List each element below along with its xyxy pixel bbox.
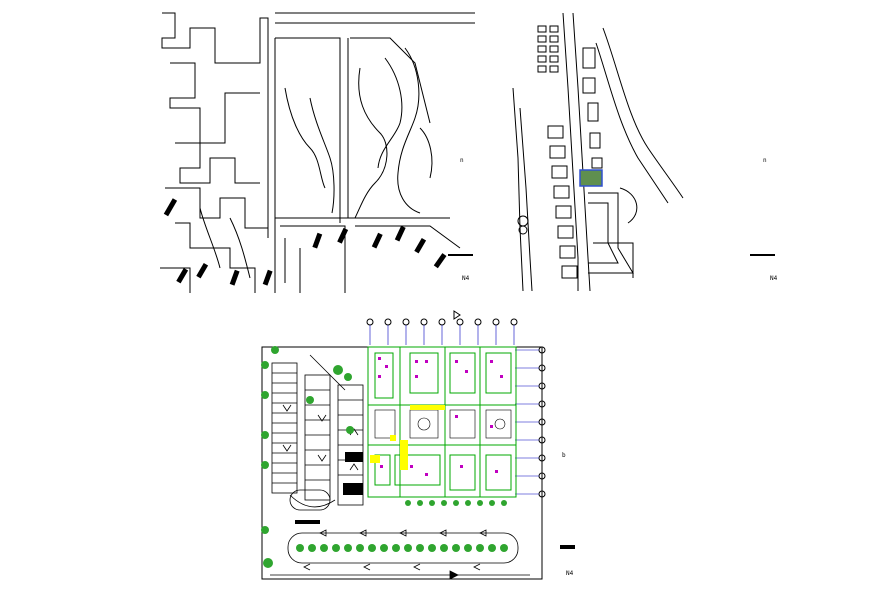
scale-bar — [448, 254, 473, 256]
lot-boundary — [165, 187, 268, 229]
grid-bubbles-top — [366, 318, 518, 326]
building-footprint — [262, 269, 273, 286]
main-road-edge — [562, 12, 579, 291]
lot-boundary — [161, 12, 269, 238]
north-arrow — [453, 310, 461, 320]
tree-row — [261, 346, 508, 568]
contour-line — [309, 97, 335, 214]
building-footprint — [196, 262, 209, 279]
room-fixtures — [374, 409, 512, 439]
main-road-edge — [572, 12, 591, 292]
site-marker — [579, 169, 603, 187]
sheet-label: N4 — [566, 570, 574, 577]
lot-boundary — [175, 142, 260, 184]
lot-row-top — [537, 25, 603, 169]
building-footprint — [163, 198, 178, 217]
sheet-label: N4 — [770, 275, 778, 282]
contour-line — [229, 217, 251, 279]
building-footprint — [337, 227, 349, 244]
grid-lines-horizontal — [515, 349, 539, 495]
contour-line — [354, 67, 388, 219]
building-footprint — [229, 269, 240, 286]
service-blocks — [295, 452, 575, 549]
parking-lot — [271, 354, 364, 511]
building-outline — [367, 346, 517, 498]
lot-boundary — [175, 222, 256, 293]
contour-line — [397, 47, 421, 214]
contour-line — [419, 127, 433, 179]
neighborhood-map-left-drawing — [160, 12, 475, 293]
contour-line — [199, 207, 221, 269]
site-floor-plan-drawing — [261, 310, 575, 580]
building-footprint — [176, 267, 189, 284]
furniture — [378, 357, 503, 476]
lot-row-left — [547, 125, 578, 279]
building-footprint — [371, 232, 383, 249]
neighborhood-map-left: N4 n — [160, 8, 480, 293]
building-footprint — [414, 237, 427, 254]
site-floor-plan: N4 b — [250, 305, 580, 590]
lot-boundary — [169, 62, 260, 144]
roundabout — [518, 225, 528, 235]
entry-drive — [270, 532, 530, 580]
highlight-areas — [370, 405, 445, 470]
access-road — [593, 242, 634, 278]
road-edge — [275, 37, 341, 223]
access-road — [588, 192, 634, 274]
curved-road — [602, 27, 684, 199]
plan-mark: b — [562, 452, 566, 459]
scale-bar — [750, 254, 775, 256]
curved-road — [595, 42, 669, 204]
building-footprint — [433, 253, 447, 269]
map-mark: n — [460, 157, 464, 164]
lot-boundary — [160, 267, 191, 293]
road-edge — [355, 225, 461, 249]
access-road — [619, 187, 638, 224]
road-edge — [350, 37, 431, 124]
building-footprint — [394, 225, 406, 242]
location-map-right-drawing — [512, 12, 775, 292]
sheet-label: N4 — [462, 275, 470, 282]
grid-lines-vertical — [369, 325, 515, 345]
map-mark: n — [763, 157, 767, 164]
road-edge — [280, 225, 346, 293]
location-map-right: N4 n — [508, 8, 798, 293]
contour-line — [377, 57, 403, 169]
access-road — [588, 202, 619, 264]
contour-line — [284, 87, 326, 189]
side-road — [512, 87, 524, 292]
building-footprint — [312, 232, 323, 249]
